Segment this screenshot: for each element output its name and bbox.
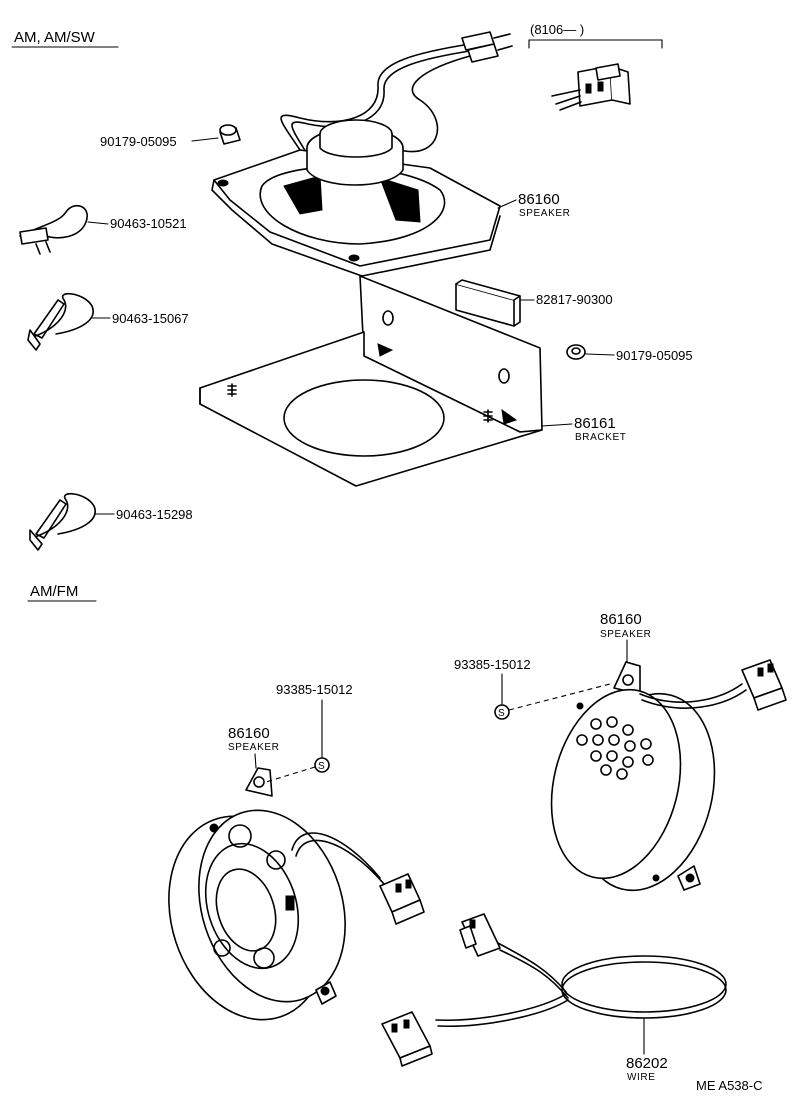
screw-letter-right: S (498, 708, 505, 719)
part-number-speaker-left: 86160 (228, 725, 270, 742)
part-number-nut-2: 90179-05095 (616, 348, 693, 363)
part-name-speaker-right: SPEAKER (600, 629, 651, 640)
top-speaker-drawing (211, 31, 513, 277)
part-number-pad: 82817-90300 (536, 292, 613, 307)
right-speaker-drawing (550, 659, 787, 892)
part-number-screw-left: 93385-15012 (276, 682, 353, 697)
nut-drawing-2 (566, 344, 586, 360)
part-name-bracket: BRACKET (575, 432, 626, 443)
pad-drawing (455, 279, 521, 327)
part-name-wire: WIRE (627, 1072, 656, 1083)
date-note: (8106— ) (530, 22, 584, 37)
leader-nut-1 (191, 137, 219, 142)
leader-bracket (541, 423, 573, 427)
screw-letter-left: S (318, 761, 325, 772)
speaker-grille-holes (576, 716, 654, 780)
section-label-amfm: AM/FM (30, 583, 78, 600)
part-name-speaker-top: SPEAKER (519, 208, 570, 219)
part-number-speaker-top: 86160 (518, 191, 560, 208)
reference-code: ME A538-C (696, 1078, 762, 1093)
nut-drawing-1 (219, 124, 241, 145)
leader-speaker-top (497, 199, 517, 209)
connector-drawing-top (551, 63, 631, 111)
left-speaker-drawing (168, 767, 425, 1021)
leader-speaker-left (254, 753, 257, 769)
part-number-clamp-1: 90463-10521 (110, 216, 187, 231)
screw-symbol-left (314, 757, 330, 773)
part-name-speaker-left: SPEAKER (228, 742, 279, 753)
wire-harness-drawing (381, 913, 727, 1067)
part-number-nut-1: 90179-05095 (100, 134, 177, 149)
clamp-drawing-1 (19, 204, 88, 255)
bracket-drawing (199, 275, 543, 487)
leader-clamp-1 (87, 221, 109, 225)
section-label-am-amsw: AM, AM/SW (14, 29, 96, 46)
screw-symbol-right (494, 704, 510, 720)
part-number-speaker-right: 86160 (600, 611, 642, 628)
part-number-clamp-3: 90463-15298 (116, 507, 193, 522)
part-number-clamp-2: 90463-15067 (112, 311, 189, 326)
part-number-bracket: 86161 (574, 415, 616, 432)
part-number-screw-right: 93385-15012 (454, 657, 531, 672)
clamp-drawing-3 (29, 493, 96, 551)
dash-line-screw-left (265, 766, 316, 783)
part-number-wire: 86202 (626, 1055, 668, 1072)
clamp-drawing-2 (27, 293, 94, 351)
date-note-bracket (528, 39, 663, 49)
leader-nut-2 (585, 353, 615, 356)
